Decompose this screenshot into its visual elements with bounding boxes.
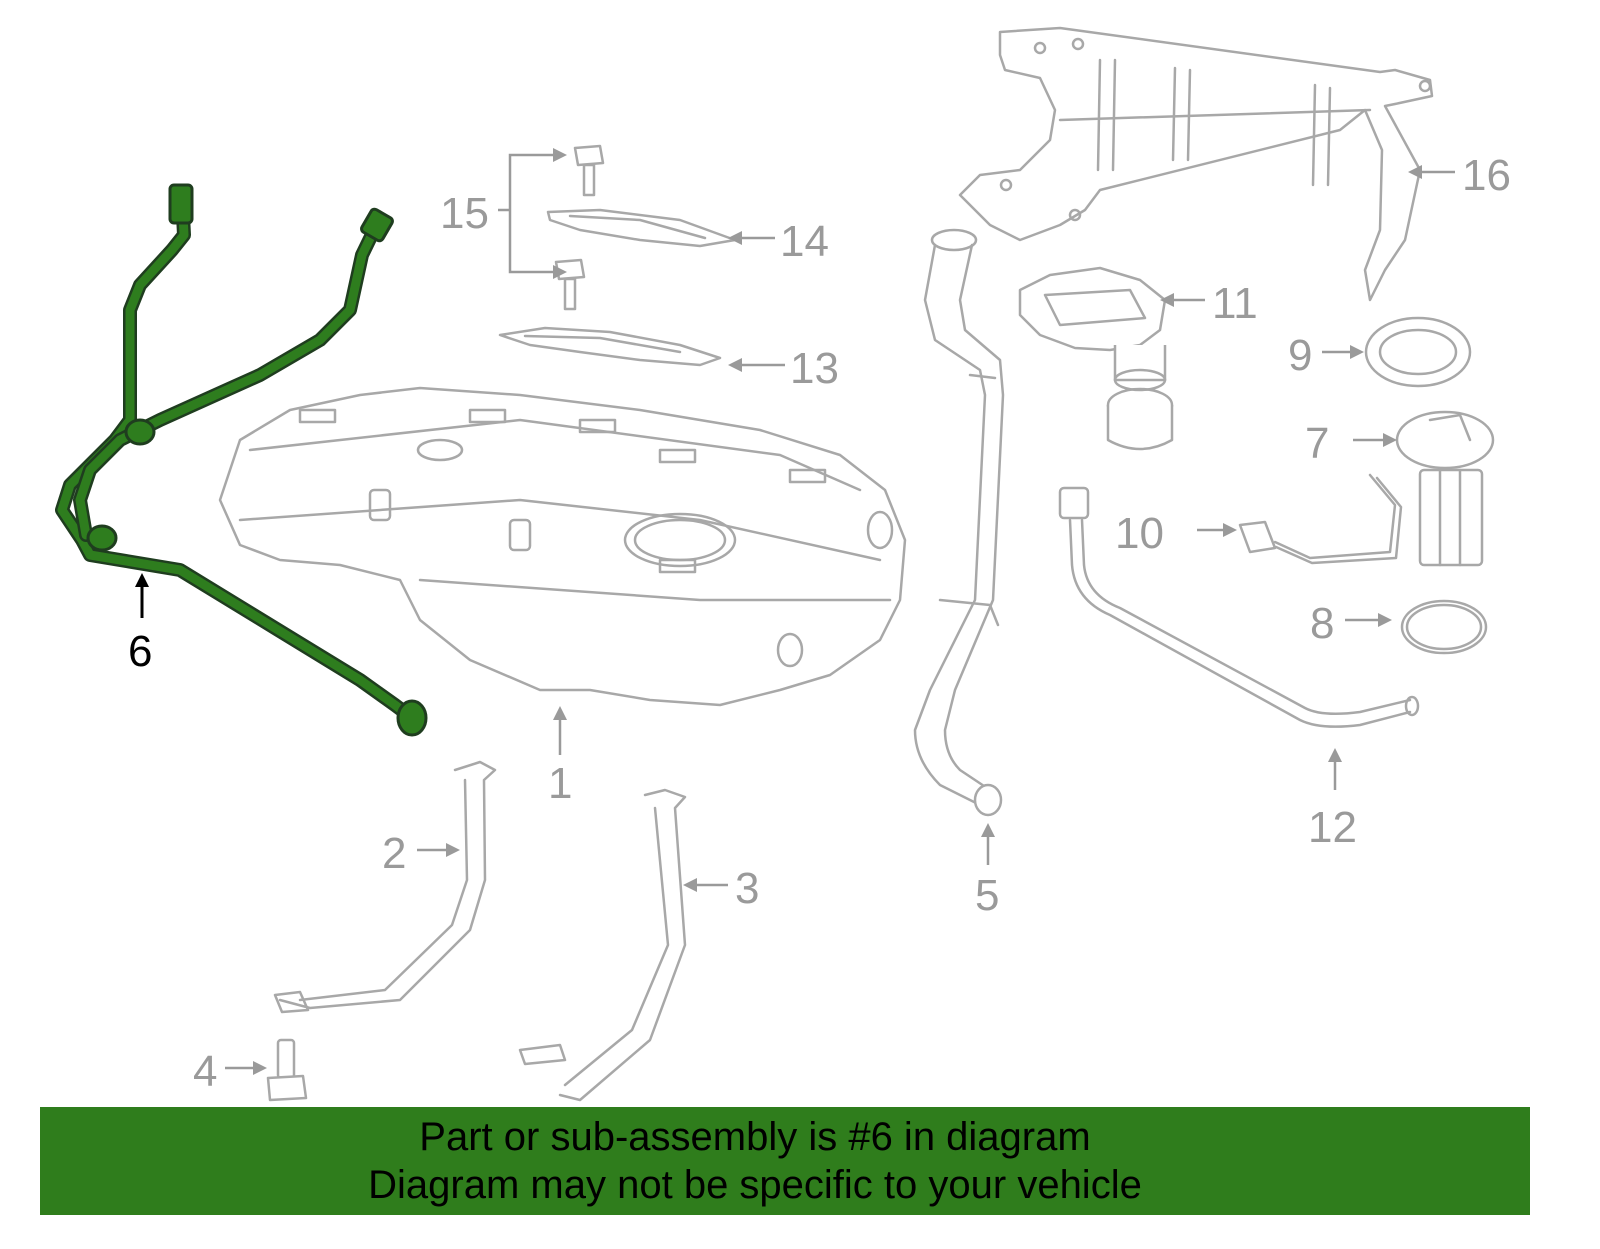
part-15-bolts[interactable] [554, 144, 605, 311]
part-13-gasket[interactable] [498, 326, 722, 367]
part-10-level-sender[interactable] [1238, 473, 1403, 565]
callout-5: 5 [975, 871, 999, 920]
part-12-fuel-line[interactable] [1058, 486, 1420, 728]
banner-line-disclaimer: Diagram may not be specific to your vehi… [368, 1163, 1142, 1207]
part-9-lock-ring[interactable] [1364, 316, 1472, 388]
info-banner: Part or sub-assembly is #6 in diagram Di… [40, 1107, 1530, 1215]
callout-16: 16 [1462, 151, 1511, 200]
part-2-strap[interactable] [273, 760, 497, 1014]
callout-1: 1 [548, 759, 572, 808]
callout-11: 11 [1212, 279, 1258, 328]
part-3-strap[interactable] [518, 788, 687, 1102]
callout-3: 3 [735, 864, 759, 913]
callout-14: 14 [780, 217, 829, 266]
callout-4: 4 [193, 1047, 217, 1096]
banner-line-part: Part or sub-assembly is #6 in diagram [419, 1115, 1091, 1159]
part-14-gasket[interactable] [546, 208, 737, 248]
callout-13: 13 [790, 344, 839, 393]
part-4-bolt[interactable] [266, 1038, 308, 1102]
part-7-fuel-pump[interactable] [1395, 410, 1495, 567]
callout-12: 12 [1308, 803, 1357, 852]
part-16-heat-shield[interactable] [958, 26, 1434, 302]
callout-2: 2 [382, 829, 406, 878]
callout-7: 7 [1305, 419, 1329, 468]
leader-arrows [135, 148, 1455, 1075]
callout-8: 8 [1310, 599, 1334, 648]
callout-15: 15 [440, 189, 489, 238]
part-6-vent-hose[interactable] [55, 183, 428, 737]
part-8-seal-ring[interactable] [1400, 599, 1488, 655]
callout-labels: 16 14 13 15 11 9 7 10 8 12 5 1 2 3 4 6 [128, 151, 1511, 1096]
part-1-fuel-tank[interactable] [218, 386, 907, 707]
callout-9: 9 [1288, 331, 1312, 380]
part-11-pump-module[interactable] [1018, 266, 1174, 451]
part-5-filler-tube[interactable] [913, 228, 1005, 817]
callout-6: 6 [128, 627, 152, 676]
callout-10: 10 [1115, 509, 1164, 558]
